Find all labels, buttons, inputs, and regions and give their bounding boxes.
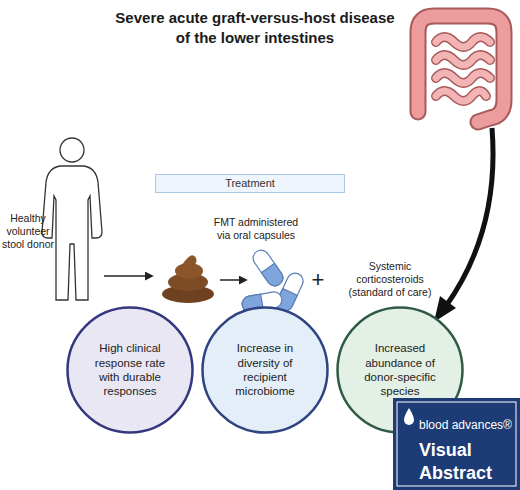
annotation-text: Healthy volunteer stool donor bbox=[0, 212, 56, 251]
outcome-text: Increased abundance of donor-specific sp… bbox=[354, 341, 446, 399]
logo-text: blood advances® bbox=[419, 418, 512, 433]
section-box: Treatment bbox=[155, 174, 345, 193]
rect-outline bbox=[394, 399, 520, 490]
circle-outline bbox=[203, 308, 328, 433]
rect-outline bbox=[156, 175, 345, 193]
flow-arrow bbox=[220, 279, 246, 281]
outcome-text: Increase in diversity of recipient micro… bbox=[219, 341, 311, 399]
donor-figure bbox=[42, 138, 102, 300]
outcome-text: High clinical response rate with durable… bbox=[84, 341, 176, 399]
logo-box: blood advances® Visual Abstract bbox=[393, 398, 520, 490]
outcome-circle: High clinical response rate with durable… bbox=[66, 306, 194, 434]
plus-sign: + bbox=[306, 266, 330, 294]
capsule-icon bbox=[241, 247, 306, 313]
curved-arrow bbox=[446, 128, 493, 306]
flow-arrow bbox=[104, 275, 152, 277]
outcome-circle-outline bbox=[66, 306, 194, 434]
annotation-text: FMT administered via oral capsules bbox=[206, 216, 306, 242]
annotation-text: Systemic corticosteroids (standard of ca… bbox=[336, 260, 444, 299]
circle-outline bbox=[68, 308, 193, 433]
stool-icon bbox=[162, 255, 214, 303]
title: Severe acute graft-versus-host disease o… bbox=[110, 8, 400, 47]
intestine-illustration bbox=[418, 16, 504, 122]
outcome-circle-outline bbox=[201, 306, 329, 434]
outcome-circle: Increase in diversity of recipient micro… bbox=[201, 306, 329, 434]
section-heading: Treatment bbox=[225, 177, 275, 191]
logo-text: Visual Abstract bbox=[419, 439, 512, 484]
arrow-head bbox=[434, 296, 456, 322]
